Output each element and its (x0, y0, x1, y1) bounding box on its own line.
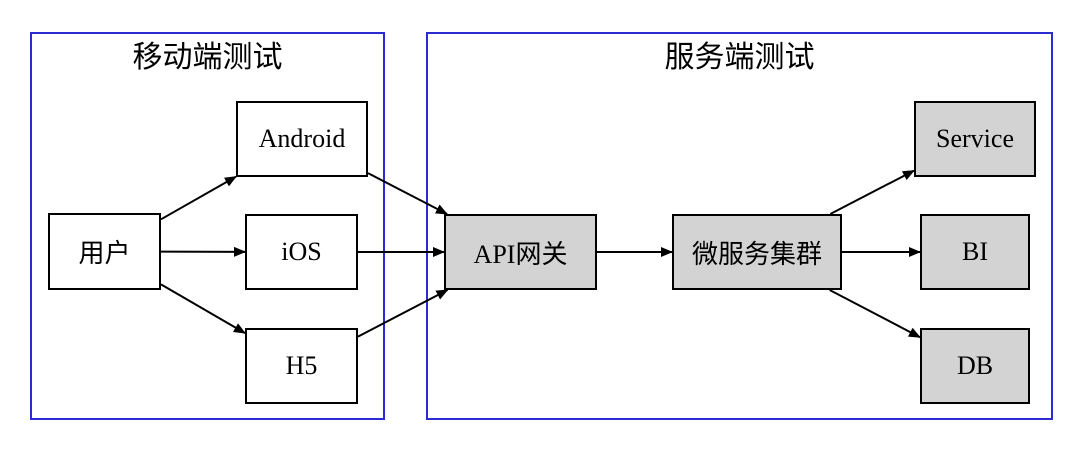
node-db-label: DB (956, 351, 994, 380)
node-cluster-label: 微服务集群 (691, 239, 822, 269)
cluster-mobile-border (30, 32, 385, 420)
node-service-label: Service (936, 124, 1014, 153)
node-android-label: Android (258, 124, 346, 153)
node-h5: H5 (245, 328, 358, 404)
node-microservice-cluster: 微服务集群 (672, 214, 842, 290)
node-gateway: API网关 (444, 214, 597, 290)
edge-user-to-android (160, 175, 237, 221)
node-bi-label: BI (962, 237, 988, 266)
cluster-server-border (426, 32, 1053, 420)
node-android: Android (236, 101, 368, 177)
cluster-mobile-title: 移动端测试 (132, 40, 283, 75)
node-user: 用户 (48, 213, 161, 290)
edge-android-to-gateway (367, 172, 448, 215)
node-ios: iOS (245, 214, 358, 290)
edge-h5-to-gateway (357, 289, 449, 338)
node-ios-label: iOS (281, 237, 322, 266)
edge-user-to-h5 (160, 283, 246, 335)
node-gateway-label: API网关 (473, 239, 568, 269)
node-bi: BI (920, 214, 1030, 290)
edge-cluster-to-db (829, 289, 921, 339)
node-service: Service (914, 101, 1036, 177)
node-h5-label: H5 (285, 351, 318, 380)
node-user-label: 用户 (78, 239, 131, 268)
cluster-server-title: 服务端测试 (664, 40, 815, 75)
node-db: DB (920, 328, 1030, 404)
edge-cluster-to-service (829, 169, 915, 215)
edges-layer (160, 169, 921, 339)
